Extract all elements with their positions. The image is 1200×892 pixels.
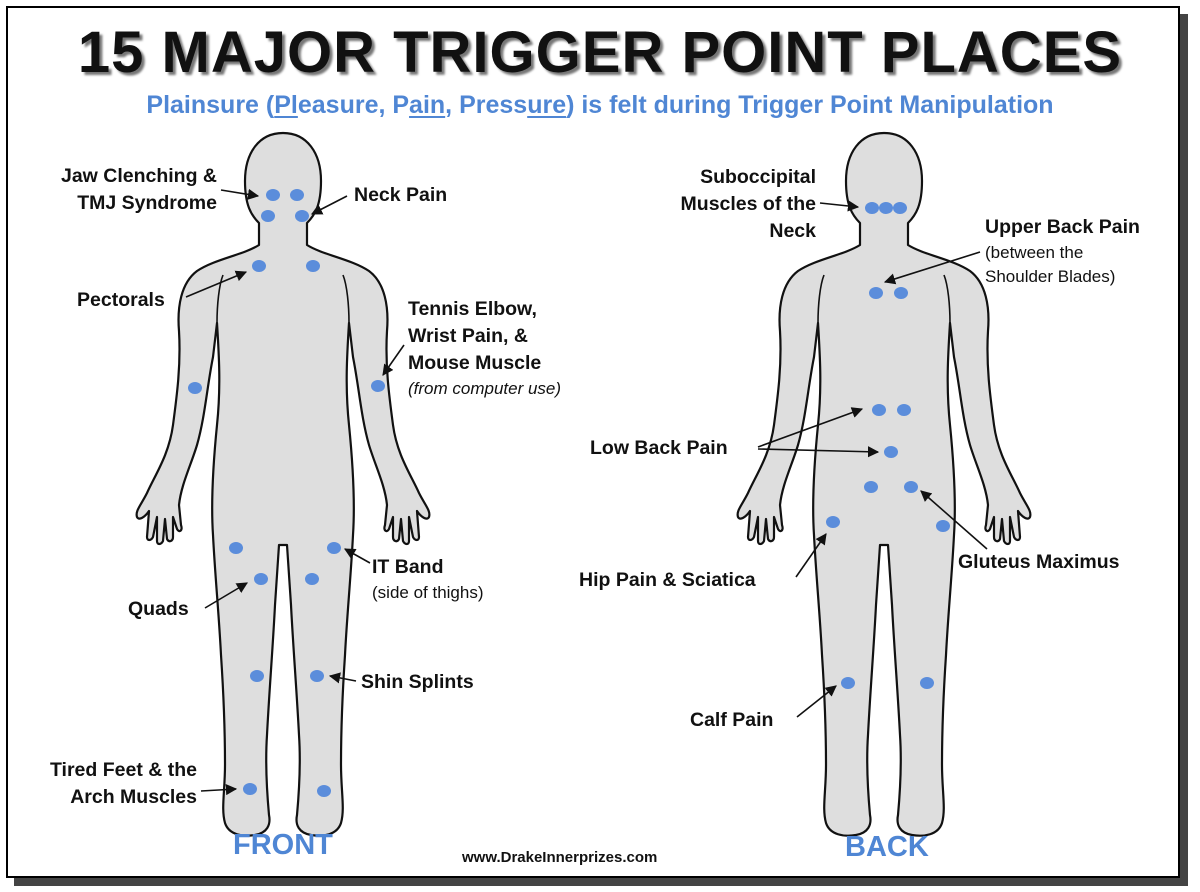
label-jaw-clenching: Jaw Clenching & TMJ Syndrome <box>60 165 217 214</box>
trigger-point <box>254 573 268 585</box>
label-shin-splints: Shin Splints <box>361 671 474 693</box>
label-pectorals: Pectorals <box>77 289 165 311</box>
label-upper-back-pain: Upper Back Pain (between the Shoulder Bl… <box>985 216 1140 286</box>
trigger-point <box>864 481 878 493</box>
trigger-point <box>826 516 840 528</box>
trigger-point <box>305 573 319 585</box>
pointer-arrows <box>185 188 988 796</box>
trigger-point <box>371 380 385 392</box>
back-trigger-points <box>826 202 950 689</box>
trigger-point <box>894 287 908 299</box>
trigger-point <box>266 189 280 201</box>
page-title: 15 MAJOR TRIGGER POINT PLACES <box>77 20 1123 85</box>
trigger-point <box>920 677 934 689</box>
label-it-band: IT Band (side of thighs) <box>372 556 484 602</box>
front-trigger-points <box>188 189 385 797</box>
trigger-point <box>872 404 886 416</box>
label-suboccipital: Suboccipital Muscles of the Neck <box>680 166 816 242</box>
page-subtitle: Plainsure (Pleasure, Pain, Pressure) is … <box>146 91 1054 119</box>
label-low-back-pain: Low Back Pain <box>590 437 728 459</box>
website-url: www.DrakeInnerprizes.com <box>462 849 658 866</box>
trigger-point <box>250 670 264 682</box>
back-view-label: BACK <box>845 831 929 863</box>
trigger-point <box>306 260 320 272</box>
trigger-point <box>327 542 341 554</box>
trigger-point <box>295 210 309 222</box>
label-tired-feet: Tired Feet & the Arch Muscles <box>49 759 197 808</box>
trigger-point <box>261 210 275 222</box>
front-view-label: FRONT <box>233 829 333 861</box>
trigger-point <box>879 202 893 214</box>
trigger-point <box>252 260 266 272</box>
label-gluteus-maximus: Gluteus Maximus <box>958 551 1120 573</box>
label-hip-pain: Hip Pain & Sciatica <box>579 569 756 591</box>
trigger-point <box>897 404 911 416</box>
trigger-point <box>865 202 879 214</box>
trigger-point <box>936 520 950 532</box>
trigger-point <box>229 542 243 554</box>
trigger-point <box>317 785 331 797</box>
trigger-point <box>841 677 855 689</box>
trigger-point <box>884 446 898 458</box>
trigger-point <box>310 670 324 682</box>
trigger-point <box>290 189 304 201</box>
trigger-point <box>904 481 918 493</box>
trigger-point <box>893 202 907 214</box>
trigger-point <box>243 783 257 795</box>
label-quads: Quads <box>128 598 189 620</box>
trigger-point <box>869 287 883 299</box>
label-calf-pain: Calf Pain <box>690 709 774 731</box>
trigger-point <box>188 382 202 394</box>
label-tennis-elbow: Tennis Elbow, Wrist Pain, & Mouse Muscle… <box>408 298 562 398</box>
front-body <box>135 131 431 837</box>
label-neck-pain: Neck Pain <box>354 184 448 206</box>
